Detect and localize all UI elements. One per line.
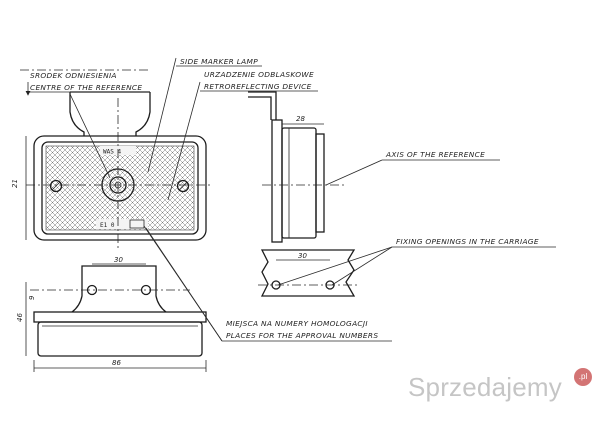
approval-box [129,219,145,229]
reference-centre-labels: SRODEK ODNIESIENIA CENTRE OF THE REFEREN… [20,69,150,179]
dim-overall-width: 86 [112,359,121,367]
label-approval-places-pl: MIEJSCA NA NUMERY HOMOLOGACJI [226,319,368,328]
dim-carriage-holes: 30 [298,252,307,260]
lens-marking: WAS 4 [103,149,121,156]
label-fixing-openings: FIXING OPENINGS IN THE CARRIAGE [396,237,539,246]
label-approval-places-en: PLACES FOR THE APPROVAL NUMBERS [226,331,378,340]
carriage-plate: 30 [258,249,360,297]
lamp-inner-circle [109,176,127,194]
side-view: 28 [248,91,346,243]
reflector-area [45,145,195,231]
label-reference-centre-pl: SRODEK ODNIESIENIA [30,71,117,80]
watermark-badge: .pl [574,368,592,386]
lamp-labels: SIDE MARKER LAMP URZADZENIE ODBLASKOWE R… [147,57,318,201]
dim-front-height: 21 [11,179,19,188]
watermark: Sprzedajemy .pl [408,368,598,408]
dim-overall-height: 46 [16,313,24,322]
lens-frame [41,141,199,235]
label-side-marker-lamp: SIDE MARKER LAMP [180,57,258,66]
label-retroreflecting-en: RETROREFLECTING DEVICE [204,82,312,91]
bottom-body [37,321,203,357]
dim-side-depth: 28 [296,115,305,123]
screw-left [49,179,63,193]
carriage-hole-right [325,280,335,290]
approval-label: MIEJSCA NA NUMERY HOMOLOGACJI PLACES FOR… [143,225,392,342]
label-retroreflecting-pl: URZADZENIE ODBLASKOWE [204,70,314,79]
side-body [281,127,317,239]
carriage-hole-left [271,280,281,290]
axis-label: AXIS OF THE REFERENCE [325,150,500,186]
screw-right [176,179,190,193]
dim-bottom-holes: 30 [114,256,123,264]
fixing-label: FIXING OPENINGS IN THE CARRIAGE [277,237,556,286]
housing-outline [33,135,207,241]
dim-mount-height: 9 [28,295,36,300]
approval-mark: E1 0 [100,222,115,229]
front-view: WAS 4 E1 0 21 [11,91,210,250]
label-axis-of-reference: AXIS OF THE REFERENCE [385,150,485,159]
label-reference-centre-en: CENTRE OF THE REFERENCE [30,83,142,92]
bottom-view: 30 9 46 86 [16,256,207,372]
watermark-text: Sprzedajemy [408,372,562,402]
